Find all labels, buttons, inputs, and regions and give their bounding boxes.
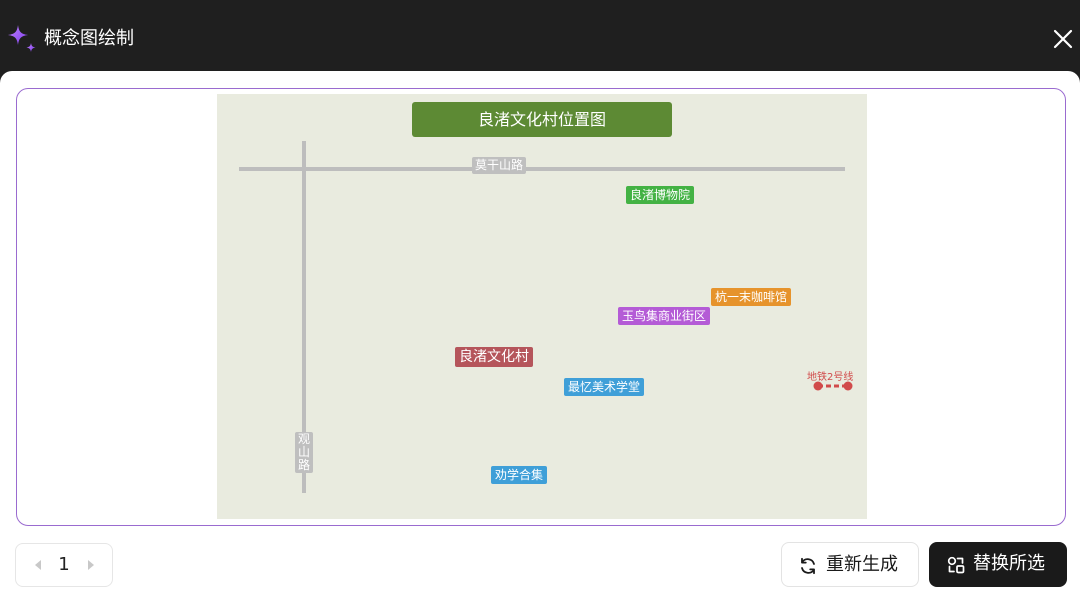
replace-selection-button[interactable]: 替换所选 xyxy=(929,542,1067,587)
poi-liangzhu-village: 良渚文化村 xyxy=(455,347,533,367)
replace-icon xyxy=(947,556,965,574)
poi-art-school: 最忆美术学堂 xyxy=(564,378,645,396)
road-label-mogan: 莫干山路 xyxy=(472,157,526,174)
replace-selection-label: 替换所选 xyxy=(973,553,1045,574)
page-number: 1 xyxy=(58,554,70,575)
content-panel: 良渚文化村位置图 莫干山路 观山路 良渚博物院 杭一末咖啡馆 玉鸟集商业街区 良… xyxy=(0,71,1080,595)
refresh-icon xyxy=(801,557,815,575)
title-bar: 概念图绘制 xyxy=(0,0,1080,72)
road-guanshan xyxy=(302,141,306,493)
map-title: 良渚文化村位置图 xyxy=(412,102,672,137)
chevron-left-icon[interactable] xyxy=(31,558,45,572)
poi-yuniao-street: 玉鸟集商业街区 xyxy=(618,307,711,325)
close-icon[interactable] xyxy=(1050,26,1076,52)
metro-line-icon xyxy=(813,381,853,391)
regenerate-label: 重新生成 xyxy=(826,554,898,575)
poi-cafe: 杭一末咖啡馆 xyxy=(711,288,792,306)
poi-museum: 良渚博物院 xyxy=(626,186,695,204)
metro-label: 地铁2号线 xyxy=(807,372,854,383)
road-mogan xyxy=(239,167,845,171)
pager: 1 xyxy=(15,543,113,587)
chevron-right-icon[interactable] xyxy=(84,558,98,572)
concept-map: 良渚文化村位置图 莫干山路 观山路 良渚博物院 杭一末咖啡馆 玉鸟集商业街区 良… xyxy=(217,94,867,519)
sparkle-icon xyxy=(8,25,36,52)
selected-image-frame[interactable]: 良渚文化村位置图 莫干山路 观山路 良渚博物院 杭一末咖啡馆 玉鸟集商业街区 良… xyxy=(16,88,1066,526)
regenerate-button[interactable]: 重新生成 xyxy=(781,542,919,587)
window-title: 概念图绘制 xyxy=(44,28,134,49)
road-label-guanshan: 观山路 xyxy=(295,432,313,473)
poi-quanxue: 劝学合集 xyxy=(491,466,548,484)
